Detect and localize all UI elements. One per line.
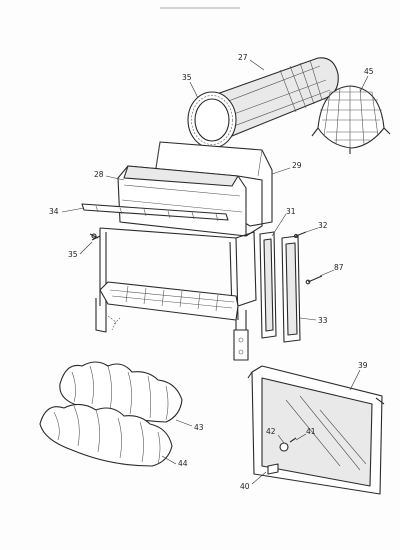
part-45-mesh-guard	[311, 85, 391, 154]
callout-29: 29	[292, 161, 302, 170]
part-31-side-glass-panel	[259, 231, 277, 339]
part-33-side-door	[281, 235, 301, 343]
part-32-screw	[293, 231, 307, 239]
callout-39: 39	[358, 361, 368, 370]
part-35-collar-ring	[187, 91, 237, 149]
callout-34: 34	[49, 207, 59, 216]
part-39-front-door	[247, 365, 385, 495]
part-87-screw	[305, 275, 323, 285]
callout-40: 40	[240, 482, 250, 491]
callout-87: 87	[334, 263, 344, 272]
callout-35-bolt: 35	[68, 250, 78, 259]
callout-labels: 27 35 45 28 29 34 31 32 35 87 33 39 43 4…	[49, 53, 374, 491]
callout-45: 45	[364, 67, 374, 76]
part-28-firebox	[117, 165, 263, 237]
part-40-catch	[267, 463, 279, 475]
callout-43: 43	[194, 423, 204, 432]
callout-31: 31	[286, 207, 296, 216]
callout-27: 27	[238, 53, 248, 62]
leader-lines	[61, 59, 369, 485]
callout-33: 33	[318, 316, 328, 325]
callout-32: 32	[318, 221, 328, 230]
callout-41: 41	[306, 427, 316, 436]
part-44-ember-bed	[39, 403, 173, 467]
main-frame	[95, 227, 257, 361]
part-35-bolt	[89, 233, 101, 241]
part-41-42-latch	[279, 437, 297, 452]
callout-42: 42	[266, 427, 276, 436]
callout-44: 44	[178, 459, 188, 468]
callout-28: 28	[94, 170, 104, 179]
callout-35-collar: 35	[182, 73, 192, 82]
